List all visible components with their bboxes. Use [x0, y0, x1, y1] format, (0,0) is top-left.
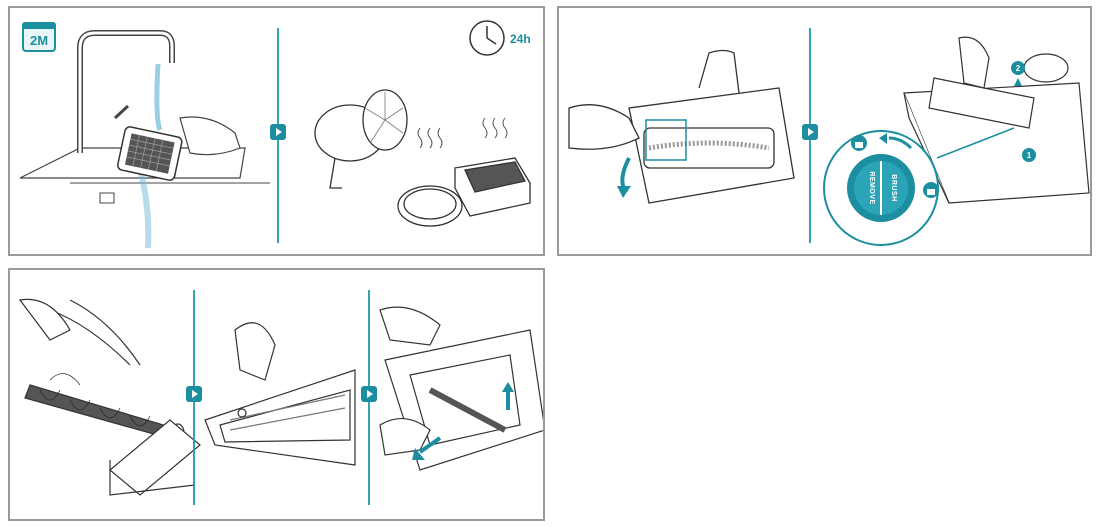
- step-one-marker: 1: [1022, 148, 1036, 162]
- unlock-icon: [851, 135, 867, 151]
- wash-filter-illustration: [19, 20, 532, 249]
- clean-brush-illustration: [18, 298, 543, 496]
- calendar-icon: 2M: [22, 22, 56, 52]
- remove-brush-illustration: REMOVE BRUSH 1 2: [568, 36, 1090, 246]
- step-two-marker: 2: [1011, 61, 1025, 75]
- badge-label: 2M: [29, 33, 49, 48]
- ring-text-remove: REMOVE: [868, 171, 875, 204]
- next-arrow-icon: [186, 386, 202, 402]
- ring-text-brush: BRUSH: [890, 174, 897, 201]
- lock-icon: [923, 182, 939, 198]
- next-arrow-icon: [361, 386, 377, 402]
- timer-label: 24h: [510, 32, 531, 46]
- panel-remove-brush: REMOVE BRUSH 1 2: [557, 6, 1092, 256]
- panel-wash-filter: 2M 24h: [8, 6, 545, 256]
- next-arrow-icon: [802, 124, 818, 140]
- svg-text:1: 1: [1027, 151, 1032, 160]
- panel-clean-brush: [8, 268, 545, 521]
- next-arrow-icon: [270, 124, 286, 140]
- svg-text:2: 2: [1016, 64, 1021, 73]
- clock-icon: [469, 20, 505, 56]
